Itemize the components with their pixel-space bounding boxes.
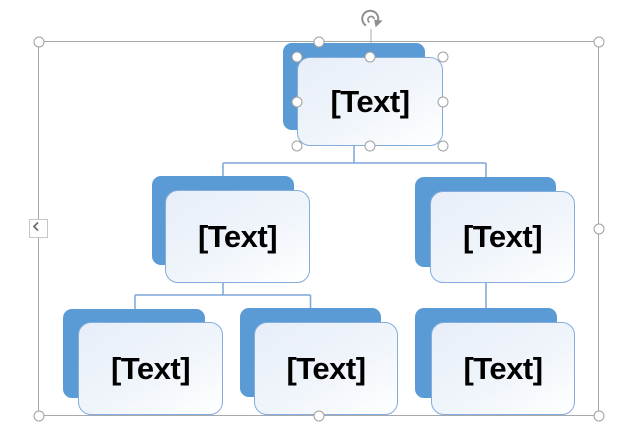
- frame-handle-bottom-right[interactable]: [593, 410, 604, 421]
- rotate-handle-icon[interactable]: [361, 9, 383, 28]
- connector-root-to-children: [222, 130, 487, 179]
- frame-handle-bottom-mid[interactable]: [313, 410, 324, 421]
- node-face[interactable]: [Text]: [430, 191, 575, 283]
- node-face[interactable]: [Text]: [431, 322, 575, 415]
- shape-handle-top-left[interactable]: [291, 51, 303, 63]
- shape-handle-bottom-right[interactable]: [437, 140, 449, 152]
- node-face[interactable]: [Text]: [78, 322, 223, 415]
- node-placeholder-text[interactable]: [Text]: [330, 83, 410, 119]
- frame-handle-top-left[interactable]: [33, 36, 44, 47]
- text-pane-toggle-button[interactable]: [29, 219, 48, 238]
- frame-handle-right-mid[interactable]: [593, 223, 604, 234]
- node-placeholder-text[interactable]: [Text]: [110, 350, 191, 386]
- shape-handle-top-right[interactable]: [437, 51, 449, 63]
- frame-handle-bottom-left[interactable]: [33, 410, 44, 421]
- frame-handle-top-mid[interactable]: [313, 36, 324, 47]
- node-face[interactable]: [Text]: [165, 190, 310, 283]
- node-face[interactable]: [Text]: [254, 322, 398, 415]
- node-placeholder-text[interactable]: [Text]: [197, 218, 278, 254]
- shape-handle-left-mid[interactable]: [291, 96, 303, 107]
- shape-handle-right-mid[interactable]: [437, 96, 449, 107]
- shape-handle-bottom-mid[interactable]: [364, 140, 376, 152]
- frame-handle-top-right[interactable]: [593, 36, 604, 47]
- node-placeholder-text[interactable]: [Text]: [286, 350, 366, 386]
- node-face[interactable]: [Text]: [297, 57, 443, 146]
- chevron-left-icon: [32, 221, 39, 232]
- node-placeholder-text[interactable]: [Text]: [463, 350, 543, 386]
- node-placeholder-text[interactable]: [Text]: [462, 219, 543, 254]
- shape-handle-top-mid[interactable]: [364, 51, 376, 63]
- shape-handle-bottom-left[interactable]: [291, 140, 303, 152]
